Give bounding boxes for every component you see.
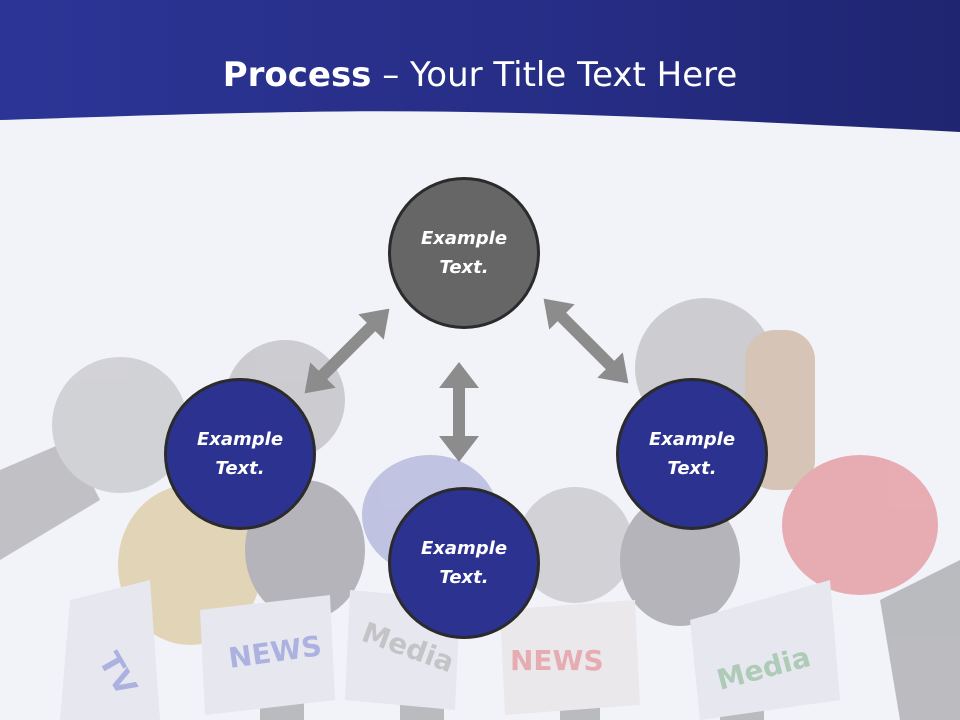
circle-right[interactable]: Example Text. (616, 378, 768, 530)
slide-title: Process – Your Title Text Here (0, 52, 960, 98)
circle-left-text: Example Text. (196, 429, 284, 479)
header-band (0, 0, 960, 132)
circle-top-text: Example Text. (420, 228, 508, 278)
circle-left[interactable]: Example Text. (164, 378, 316, 530)
circle-bottom-text: Example Text. (420, 538, 508, 588)
circle-right-text: Example Text. (648, 429, 736, 479)
mic-flag-news-red: NEWS (510, 644, 604, 677)
title-bold: Process (222, 55, 372, 95)
circle-bottom[interactable]: Example Text. (388, 487, 540, 639)
title-rest: – Your Title Text Here (371, 55, 738, 95)
circle-top[interactable]: Example Text. (388, 177, 540, 329)
